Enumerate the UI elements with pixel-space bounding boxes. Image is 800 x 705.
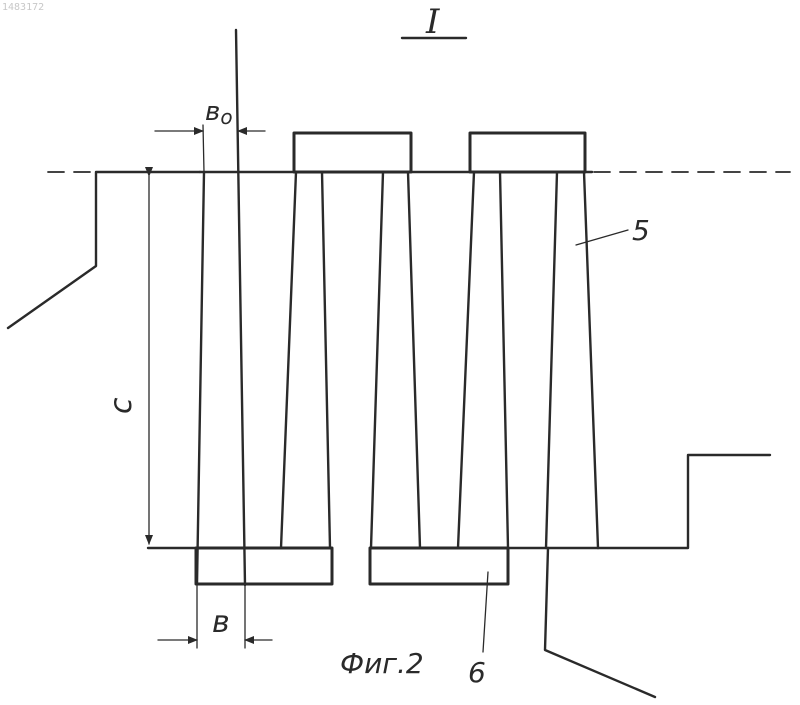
slot-wall-5 [408,172,420,548]
lower-base-left [196,548,332,584]
left-contour [8,172,200,328]
right-contour [598,455,770,548]
dim-b-label: в [212,605,230,640]
view-label: I [425,2,440,42]
right-lower-leg [545,548,655,697]
slot-wall-2 [281,172,296,548]
callout-5-label: 5 [632,214,650,247]
upper-cap-left [294,133,411,172]
slot-wall-9 [584,172,598,548]
slot-wall-8 [546,172,557,548]
callout-5-leader [576,230,628,245]
upper-cap-right [470,133,585,172]
slot-wall-6 [458,172,474,548]
slot-wall-1 [197,172,204,584]
slot-wall-3 [322,172,330,548]
dim-b0-label: вo [205,97,233,129]
vertical-centerline [236,30,245,585]
corner-mark: 1483172 [2,2,44,13]
slot-wall-7 [500,172,508,548]
dim-l-label: с [104,397,139,414]
slot-wall-4 [371,172,383,548]
dim-b0-extension-left [203,125,204,172]
figure-caption: Фиг.2 [340,647,424,680]
callout-6-label: 6 [468,656,486,689]
